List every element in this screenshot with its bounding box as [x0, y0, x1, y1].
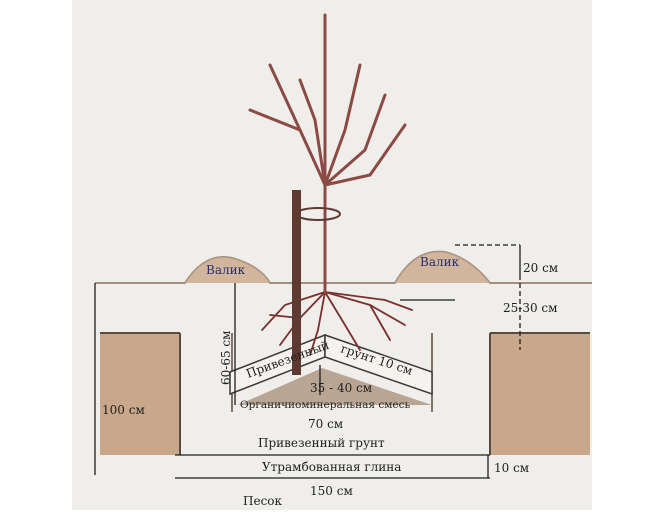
- ground-surface: [95, 250, 592, 284]
- label-total-width: 150 см: [310, 484, 353, 498]
- tree-roots: [261, 291, 413, 356]
- support-stake: [292, 190, 301, 375]
- label-pit-width: 70 см: [308, 417, 343, 431]
- label-clay-thickness: 10 см: [494, 461, 529, 475]
- dimension-lines: [94, 244, 521, 479]
- label-total-depth: 100 см: [102, 403, 145, 417]
- stake-tie: [295, 207, 341, 221]
- label-organomineral-mix: Органичиоминеральная смесь: [240, 399, 410, 411]
- label-pit-depth: 60-65 см: [219, 331, 233, 385]
- soil-walls: [100, 332, 590, 455]
- label-rammed-clay: Утрамбованная глина: [262, 460, 401, 474]
- label-root-collar-depth: 25-30 см: [503, 301, 557, 315]
- label-ridge-right: Валик: [420, 255, 460, 269]
- label-sand: Песок: [243, 494, 283, 508]
- tree-seedling: [248, 13, 407, 294]
- label-ridge-height: 20 см: [523, 261, 558, 275]
- label-imported-soil: Привезенный грунт: [258, 436, 385, 450]
- label-ridge-left: Валик: [206, 263, 246, 277]
- label-mound-height: 35 - 40 см: [310, 381, 372, 395]
